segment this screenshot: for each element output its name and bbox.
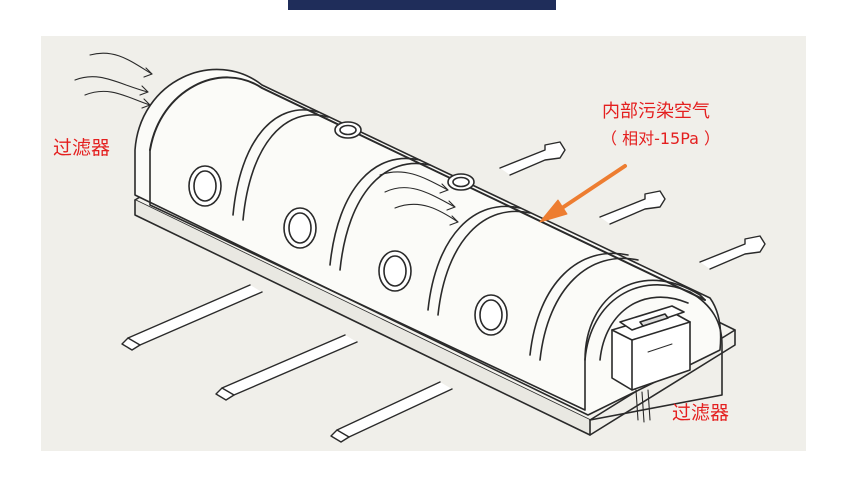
top-port-2 (447, 173, 475, 191)
port-3 (378, 250, 412, 292)
strap-left-3 (330, 381, 453, 443)
filter-label-right: 过滤器 (672, 402, 730, 424)
port-1 (188, 165, 222, 207)
glove-ports (188, 121, 508, 336)
strap-right-2 (599, 190, 666, 225)
strap-right-1 (499, 141, 566, 176)
airflow-arrow-icon (74, 52, 153, 109)
port-2 (283, 207, 317, 249)
strap-left-1 (121, 284, 263, 351)
header-bar (288, 0, 556, 10)
control-box-icon (611, 305, 691, 423)
pointer-arrow-icon (539, 164, 627, 223)
port-4 (474, 294, 508, 336)
contaminated-air-label: 内部污染空气 (602, 101, 710, 122)
support-straps (121, 141, 766, 443)
top-port-1 (334, 121, 362, 139)
internal-airflow-icon (379, 171, 459, 226)
strap-left-2 (215, 334, 358, 401)
strap-right-3 (699, 235, 766, 270)
chamber-body (134, 68, 723, 421)
filter-label-left: 过滤器 (53, 137, 111, 159)
pressure-label: （ 相对-15Pa ） (601, 129, 721, 148)
